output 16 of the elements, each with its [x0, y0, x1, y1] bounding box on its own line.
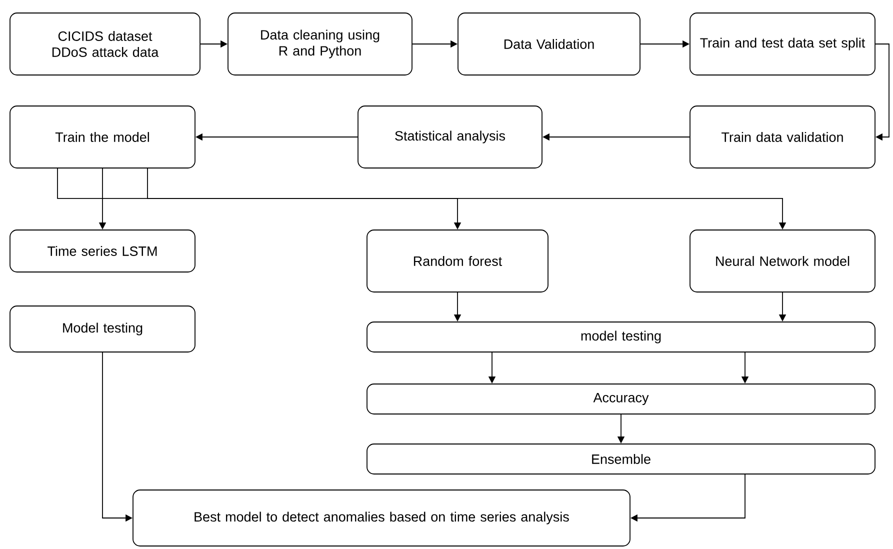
process-box: Best model to detect anomalies based on time series analysis — [132, 490, 630, 546]
process-box: Time series LSTM — [10, 230, 196, 272]
process-box: Train data validation — [690, 106, 876, 168]
process-box: Neural Network model — [690, 230, 876, 292]
process-box: Random forest — [366, 230, 548, 292]
process-box: Accuracy — [366, 384, 876, 414]
process-box: Train and test data set split — [690, 12, 876, 76]
arrow — [875, 44, 890, 141]
process-box: Data Validation — [458, 12, 640, 76]
process-box: Ensemble — [366, 444, 876, 474]
process-box: CICIDS dataset DDoS attack data — [10, 12, 200, 76]
process-box: model testing — [366, 322, 876, 352]
process-box: Model testing — [10, 306, 196, 352]
process-box: Data cleaning using R and Python — [228, 12, 412, 76]
process-box: Statistical analysis — [358, 106, 542, 168]
process-box: Train the model — [10, 106, 196, 168]
